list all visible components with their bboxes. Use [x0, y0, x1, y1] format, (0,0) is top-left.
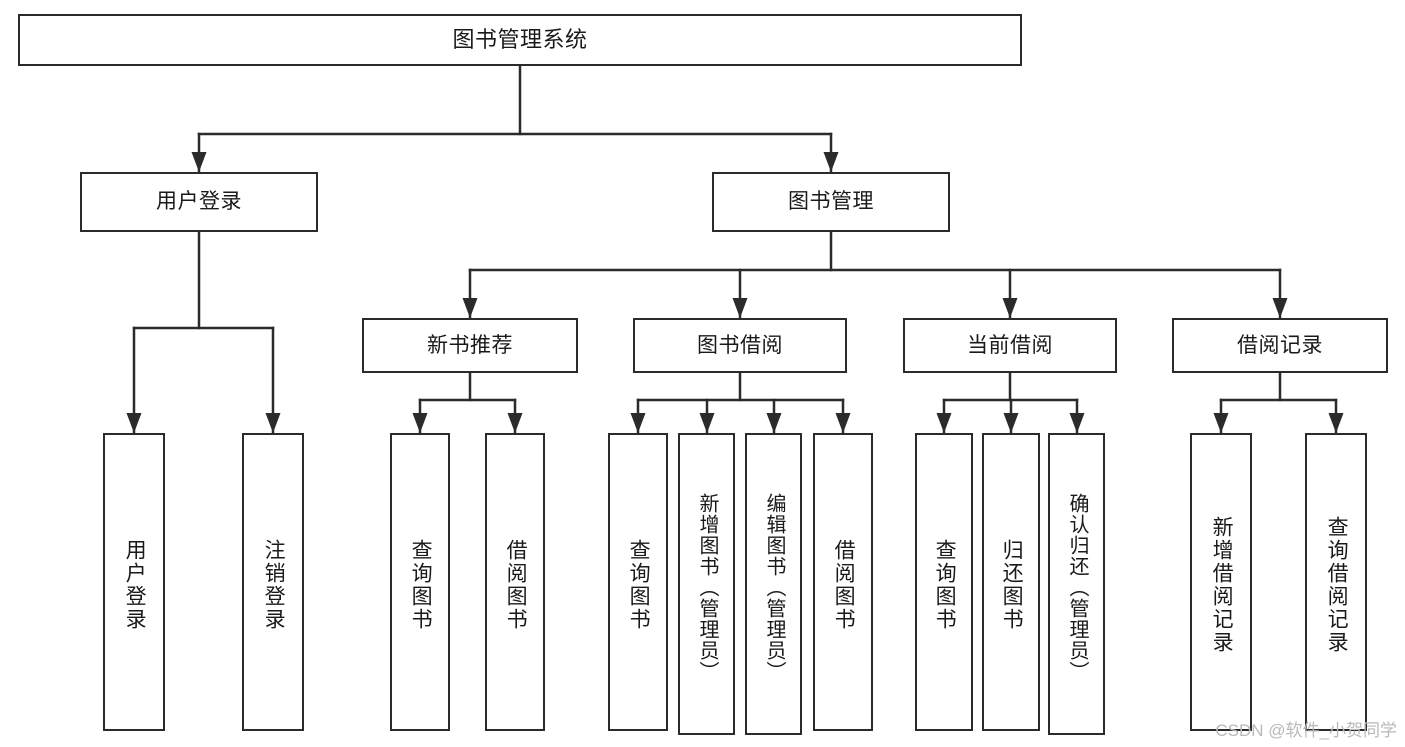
node-l-cur-1[interactable]: 查询图书	[915, 433, 973, 731]
node-label: 查询借阅记录	[1325, 516, 1349, 654]
node-l-bor-4[interactable]: 借阅图书	[813, 433, 873, 731]
node-label: 图书管理	[788, 190, 874, 214]
node-l-cur-3[interactable]: 确认归还（管理员）	[1048, 433, 1105, 735]
node-l-bor-2[interactable]: 新增图书（管理员）	[678, 433, 735, 735]
node-label: 新书推荐	[427, 333, 513, 357]
node-label: 新增借阅记录	[1210, 516, 1234, 654]
node-label: 编辑图书（管理员）	[763, 492, 785, 682]
node-root[interactable]: 图书管理系统	[18, 14, 1022, 66]
node-label: 图书管理系统	[452, 26, 588, 52]
node-newrec[interactable]: 新书推荐	[362, 318, 578, 373]
node-label: 当前借阅	[967, 333, 1053, 357]
node-label: 图书借阅	[697, 333, 783, 357]
watermark: CSDN @软件_小贺同学	[1215, 721, 1397, 740]
node-l-login-1[interactable]: 用户登录	[103, 433, 165, 731]
node-label: 用户登录	[123, 539, 147, 631]
node-l-login-2[interactable]: 注销登录	[242, 433, 304, 731]
node-label: 借阅图书	[832, 539, 856, 631]
node-label: 用户登录	[156, 190, 242, 214]
node-label: 确认归还（管理员）	[1066, 492, 1088, 682]
node-label: 查询图书	[933, 539, 957, 631]
node-l-bor-3[interactable]: 编辑图书（管理员）	[745, 433, 802, 735]
node-label: 查询图书	[627, 539, 651, 631]
node-login[interactable]: 用户登录	[80, 172, 318, 232]
node-label: 查询图书	[409, 539, 433, 631]
node-label: 归还图书	[1000, 539, 1024, 631]
node-l-new-2[interactable]: 借阅图书	[485, 433, 545, 731]
node-records[interactable]: 借阅记录	[1172, 318, 1388, 373]
node-label: 新增图书（管理员）	[696, 492, 718, 682]
node-l-bor-1[interactable]: 查询图书	[608, 433, 668, 731]
node-bookmgmt[interactable]: 图书管理	[712, 172, 950, 232]
node-borrow[interactable]: 图书借阅	[633, 318, 847, 373]
node-label: 借阅记录	[1237, 333, 1323, 357]
node-l-rec-2[interactable]: 查询借阅记录	[1305, 433, 1367, 731]
node-label: 注销登录	[262, 539, 286, 631]
node-l-new-1[interactable]: 查询图书	[390, 433, 450, 731]
node-l-cur-2[interactable]: 归还图书	[982, 433, 1040, 731]
node-current[interactable]: 当前借阅	[903, 318, 1117, 373]
node-label: 借阅图书	[504, 539, 528, 631]
node-l-rec-1[interactable]: 新增借阅记录	[1190, 433, 1252, 731]
